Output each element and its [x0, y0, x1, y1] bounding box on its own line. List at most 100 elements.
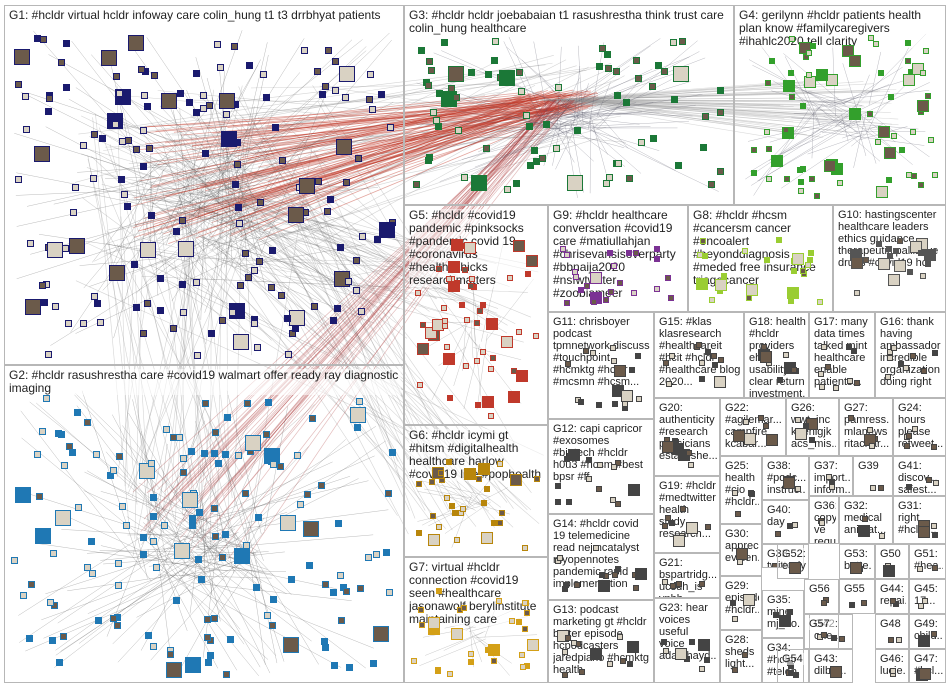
- vertex-node: [567, 449, 580, 462]
- edge: [92, 117, 130, 529]
- edge: [127, 161, 228, 488]
- vertex-node: [820, 600, 827, 607]
- edge: [155, 115, 310, 204]
- vertex-node: [444, 494, 451, 501]
- edge: [562, 99, 893, 125]
- edge: [86, 470, 224, 552]
- vertex-node: [803, 422, 810, 429]
- vertex-node: [310, 303, 318, 311]
- cluster-g16: G16: thank having ambassador incredible …: [875, 312, 946, 398]
- vertex-node: [634, 352, 641, 359]
- edge: [540, 107, 592, 123]
- edge: [173, 93, 530, 133]
- edge: [226, 390, 262, 535]
- cluster-label: G25: health #cio #hcldr...: [725, 460, 759, 508]
- edge: [220, 142, 302, 203]
- vertex-node: [717, 356, 724, 363]
- edge: [540, 88, 850, 101]
- edge: [216, 259, 375, 324]
- vertex-node: [300, 46, 308, 54]
- vertex-node: [625, 250, 632, 257]
- edge: [157, 563, 269, 660]
- edge: [748, 59, 843, 113]
- vertex-node: [434, 668, 441, 675]
- vertex-node: [260, 71, 268, 79]
- edge: [172, 461, 333, 535]
- edge: [190, 135, 233, 499]
- edge: [316, 263, 430, 461]
- edge: [547, 81, 785, 101]
- vertex-node: [795, 417, 802, 424]
- edge: [547, 113, 632, 115]
- vertex-node: [887, 94, 894, 101]
- vertex-node: [783, 80, 796, 93]
- edge: [142, 522, 204, 572]
- vertex-node: [218, 553, 226, 561]
- edge: [100, 554, 158, 561]
- edge: [545, 99, 812, 115]
- edge: [173, 259, 225, 539]
- edge: [542, 99, 861, 124]
- vertex-node: [202, 149, 210, 157]
- vertex-node: [789, 562, 802, 575]
- cluster-label: G9: #hcldr healthcare conversation #covi…: [553, 209, 685, 300]
- vertex-node: [674, 162, 682, 170]
- edge: [211, 569, 286, 572]
- vertex-node: [503, 186, 511, 194]
- edge: [543, 125, 558, 166]
- vertex-node: [813, 193, 820, 200]
- vertex-node: [34, 145, 51, 162]
- vertex-node: [372, 551, 380, 559]
- edge: [200, 99, 561, 542]
- edge: [106, 78, 620, 244]
- vertex-node: [700, 237, 707, 244]
- vertex-node: [84, 564, 92, 572]
- edge: [777, 133, 821, 162]
- edge: [135, 221, 205, 294]
- edge: [194, 167, 397, 324]
- vertex-node: [481, 500, 488, 507]
- vertex-node: [288, 575, 296, 583]
- vertex-node: [848, 55, 861, 67]
- vertex-node: [378, 221, 395, 238]
- edge: [286, 136, 571, 236]
- edge: [176, 512, 288, 542]
- vertex-node: [251, 266, 259, 274]
- vertex-node: [538, 154, 546, 162]
- vertex-node: [892, 247, 899, 254]
- edge: [822, 103, 859, 134]
- vertex-node: [731, 490, 738, 497]
- vertex-node: [672, 65, 689, 82]
- edge: [474, 124, 585, 168]
- edge: [198, 464, 247, 560]
- vertex-node: [435, 89, 443, 97]
- edge: [143, 99, 551, 520]
- cluster-g41: G41: discov... safest...: [893, 456, 946, 496]
- edge: [592, 127, 608, 155]
- edge: [237, 101, 521, 202]
- vertex-node: [509, 474, 522, 487]
- vertex-node: [459, 506, 466, 512]
- edge: [543, 99, 877, 102]
- edge: [239, 69, 587, 117]
- edge: [439, 128, 578, 182]
- edge: [828, 97, 859, 108]
- vertex-node: [850, 256, 863, 269]
- vertex-node: [878, 69, 885, 76]
- edge: [463, 344, 481, 409]
- vertex-node: [868, 34, 875, 41]
- edge: [78, 84, 504, 135]
- edge: [159, 105, 499, 462]
- vertex-node: [223, 670, 231, 678]
- edge: [539, 38, 661, 120]
- vertex-node: [91, 131, 99, 139]
- edge: [232, 158, 441, 531]
- vertex-node: [342, 178, 350, 186]
- vertex-node: [140, 330, 148, 338]
- edge: [139, 105, 593, 182]
- edge: [842, 124, 883, 139]
- edge: [145, 95, 598, 145]
- edge: [223, 185, 320, 263]
- vertex-node: [905, 171, 912, 178]
- edge: [566, 99, 824, 138]
